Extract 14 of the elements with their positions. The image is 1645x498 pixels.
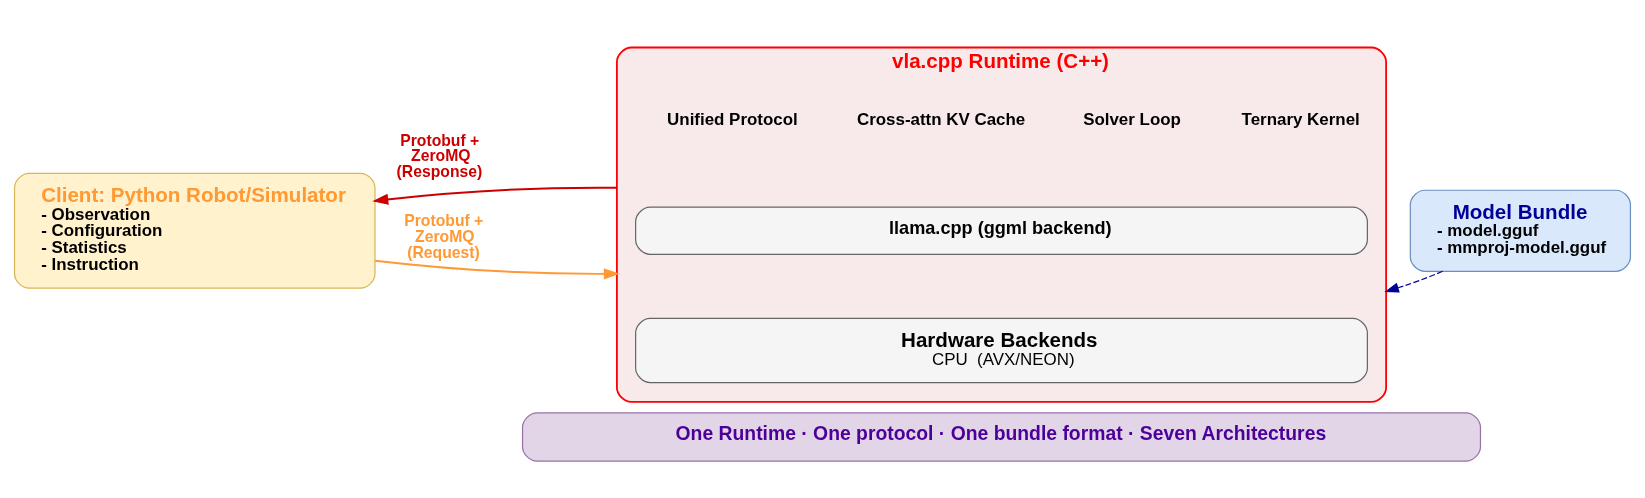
node-text: Ternary Kernel — [1241, 109, 1360, 129]
node-box: Model Bundle - model.gguf - mmproj-model.gguf — [1409, 189, 1632, 272]
edge-label: Protobuf + ZeroMQ (Request) — [404, 211, 484, 261]
node-text: Cross-attn KV Cache — [856, 109, 1026, 129]
node-text: Unified Protocol — [667, 109, 798, 129]
arrow — [374, 259, 620, 279]
node-box: One Runtime · One protocol · One bundle format · Seven Architectures — [521, 411, 1482, 462]
node-text: Solver Loop — [1083, 109, 1181, 129]
edge-label: Protobuf + ZeroMQ (Response) — [396, 131, 483, 180]
arrow — [1384, 270, 1444, 293]
arrow — [372, 186, 618, 205]
node-box: Hardware Backends CPU (AVX/NEON) — [635, 317, 1368, 383]
node-box: Client: Python Robot/Simulator - Observation - Configuration - Statistics - Instruction — [13, 172, 376, 289]
node-box: llama.cpp (ggml backend) — [635, 206, 1368, 255]
